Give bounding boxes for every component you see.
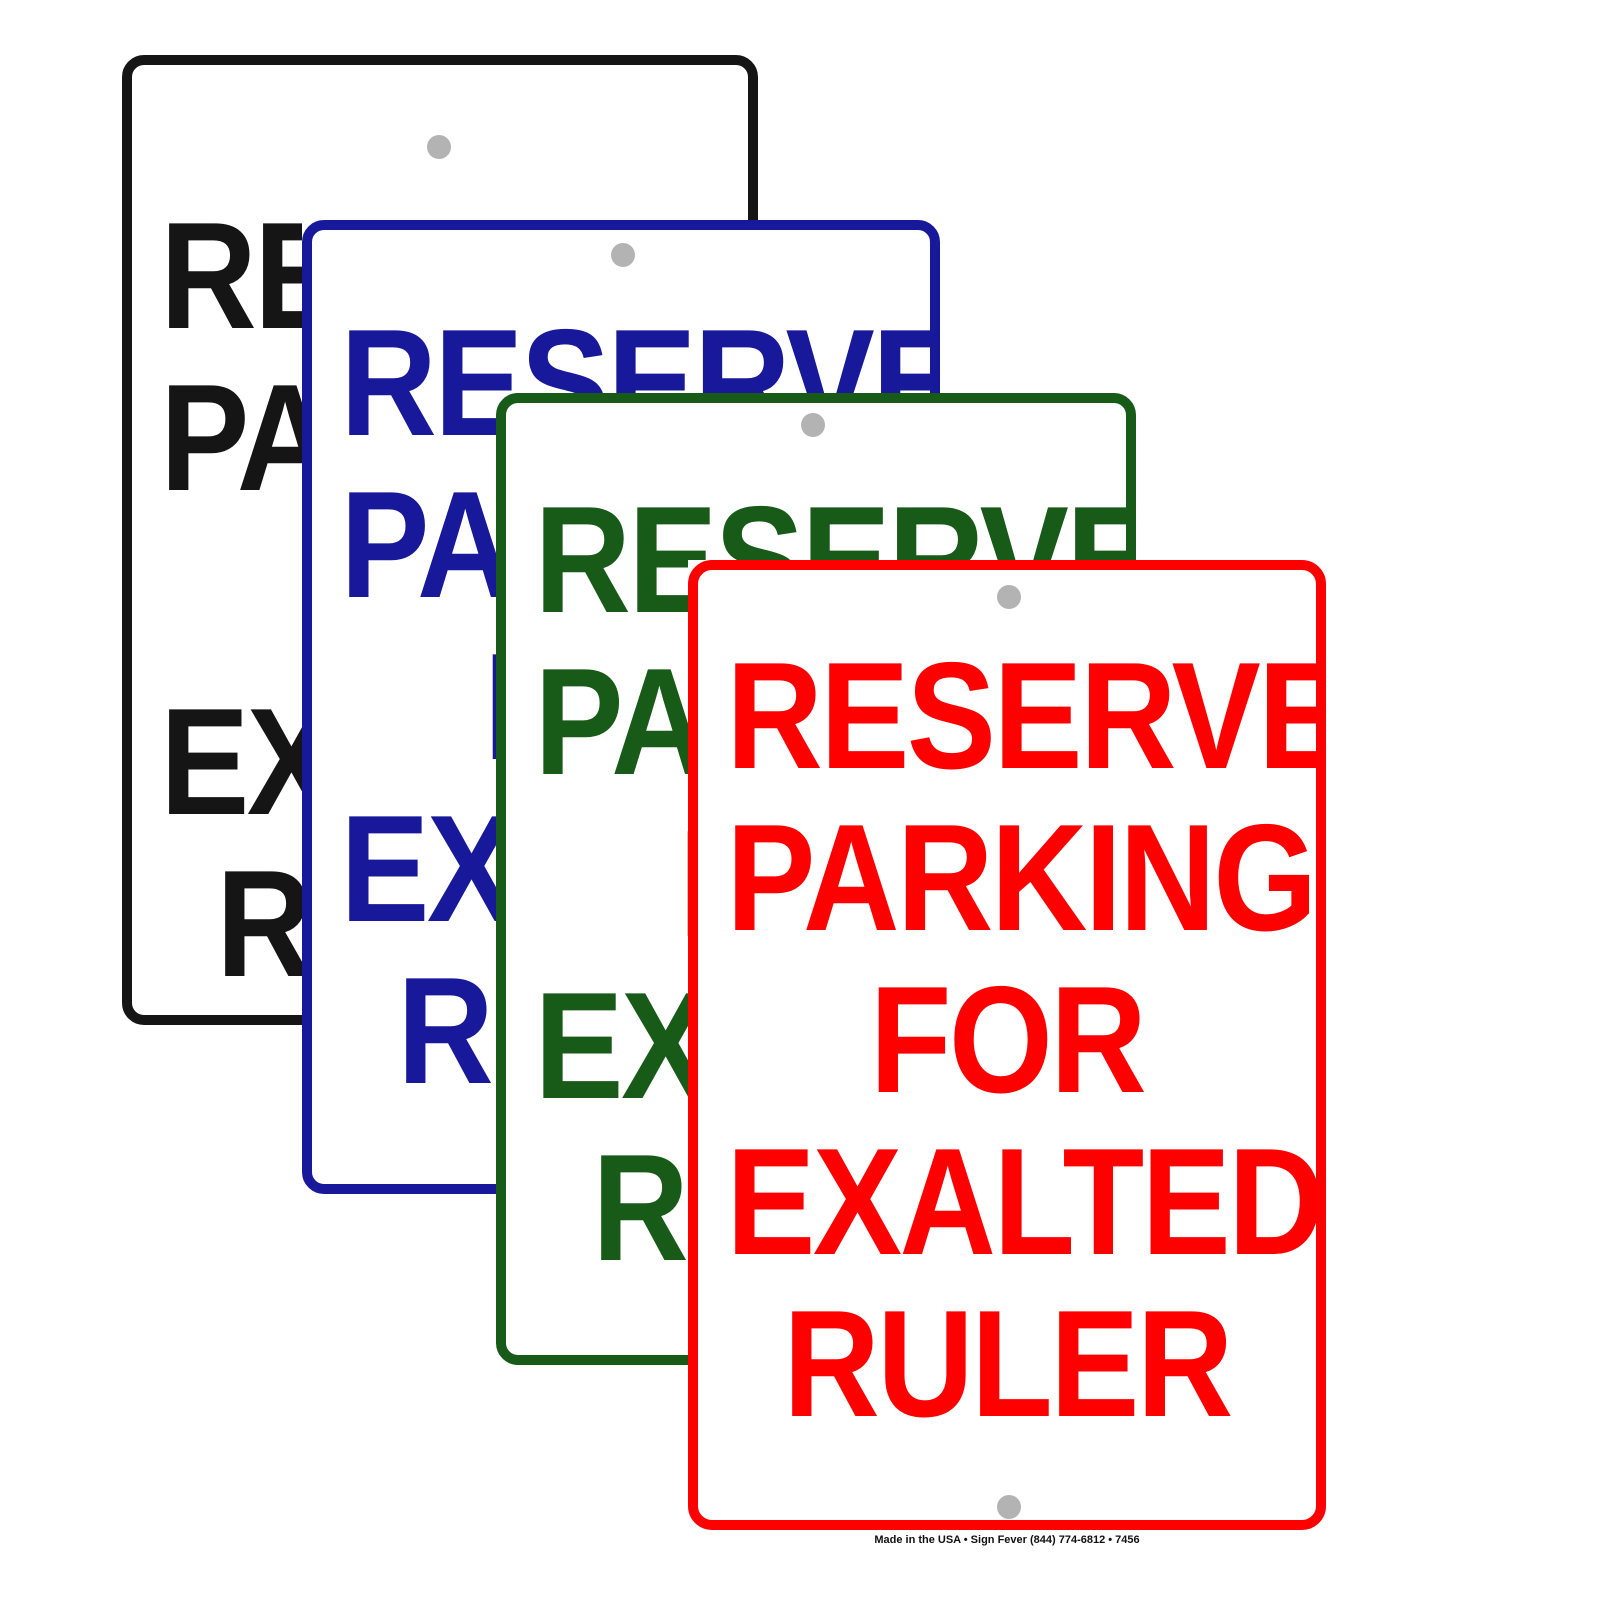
sign-line: PARKING (726, 793, 1317, 963)
sign-line: FOR (869, 955, 1147, 1125)
mounting-hole-icon (611, 243, 635, 267)
sign-line: RESERVED (726, 631, 1326, 801)
manufacturer-credit: Made in the USA • Sign Fever (844) 774-6… (874, 1534, 1140, 1546)
mounting-hole-icon (801, 413, 825, 437)
mounting-hole-icon (997, 585, 1021, 609)
sign-line: RULER (783, 1279, 1233, 1449)
mounting-hole-icon (427, 135, 451, 159)
sign-line: EXALTED (726, 1117, 1324, 1287)
sign-red: RESERVED PARKING FOR EXALTED RULER (688, 560, 1326, 1530)
sign-text: RESERVED PARKING FOR EXALTED RULER (688, 635, 1326, 1445)
sign-border (688, 560, 1326, 1530)
mounting-hole-icon (997, 1495, 1021, 1519)
